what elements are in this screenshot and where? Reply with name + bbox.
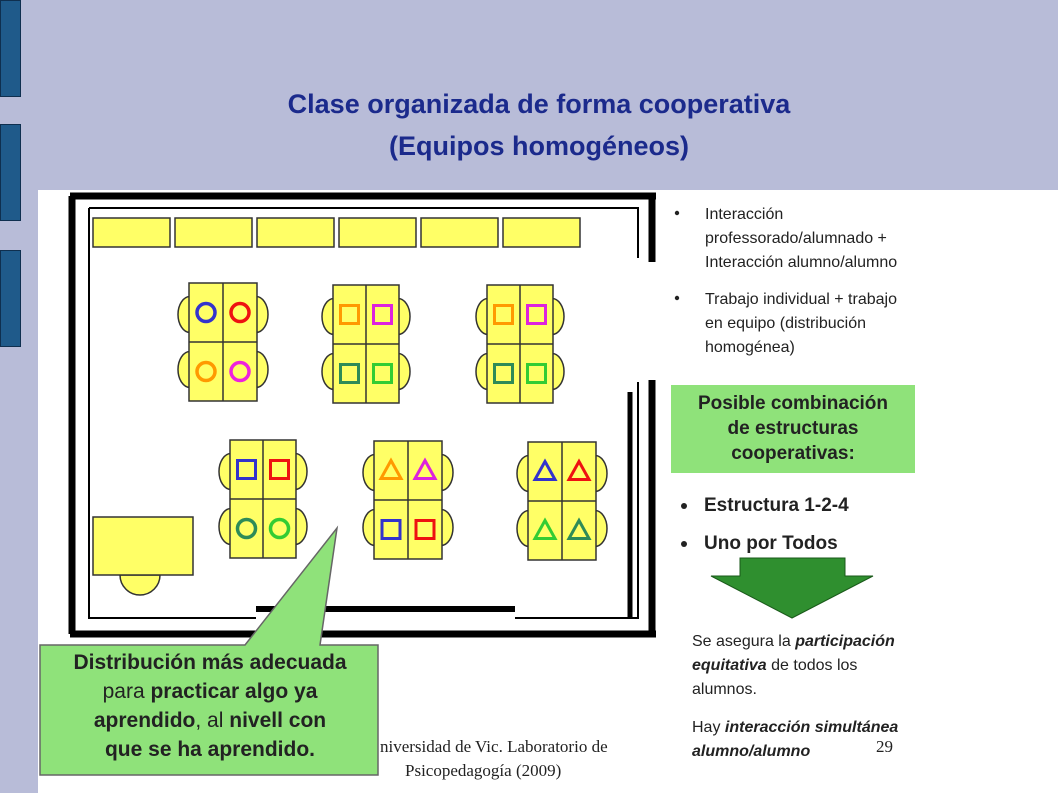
title-line-2: (Equipos homogéneos) [389, 131, 689, 161]
bullet-dot [674, 210, 680, 216]
square-symbol [526, 304, 547, 325]
callout-line: nivell con [229, 709, 327, 732]
chair [177, 295, 191, 334]
chair [255, 295, 269, 334]
slide-title: Clase organizada de forma cooperativa (E… [20, 86, 1058, 164]
bullet-line: professorado/alumnado + [705, 230, 887, 247]
square-symbol [339, 304, 360, 325]
chair [594, 454, 608, 493]
circle-symbol [268, 517, 291, 540]
triangle-symbol [378, 457, 404, 480]
callout-bubble [39, 525, 379, 776]
chair [321, 297, 335, 336]
bullet-interaction: Interacción professorado/alumnado + Inte… [705, 203, 897, 275]
chair [362, 508, 376, 547]
chair [294, 507, 308, 546]
circle-symbol [229, 301, 251, 324]
text: Hay [692, 719, 725, 736]
outcome-interaction: Hay interacción simultánea alumno/alumno [692, 716, 992, 764]
square-symbol [339, 363, 360, 384]
chair [362, 453, 376, 492]
structure-item-2: Uno por Todos [704, 533, 838, 554]
bullet-dots [674, 210, 687, 547]
chair [551, 297, 565, 336]
chair [475, 297, 489, 336]
bullet-dot [681, 503, 687, 509]
square-symbol [526, 363, 547, 384]
text: de todos los [766, 657, 858, 674]
bullet-line: Trabajo individual + trabajo [705, 291, 897, 308]
arrow-down-icon [710, 557, 874, 619]
callout-line: , al [195, 709, 230, 732]
footer-credit-line2: Psicopedagogía (2009) [405, 761, 562, 780]
circle-symbol [195, 360, 217, 383]
bullet-dot [674, 295, 680, 301]
box-line: Posible combinación [697, 393, 889, 414]
chair [321, 352, 335, 391]
chair [475, 352, 489, 391]
text: Se asegura la [692, 633, 796, 650]
chair [440, 508, 454, 547]
chair [294, 452, 308, 491]
square-symbol [269, 459, 290, 480]
triangle-symbol [532, 517, 558, 540]
bullet-line: Interacción alumno/alumno [705, 254, 898, 271]
sidebar-tab-1 [0, 0, 21, 97]
chair [255, 350, 269, 389]
bullet-line: en equipo (distribución [705, 315, 866, 332]
triangle-symbol [532, 458, 558, 481]
bullet-line: Interacción [705, 206, 784, 223]
square-symbol [380, 519, 402, 540]
circle-symbol [235, 517, 258, 540]
circle-symbol [229, 360, 251, 383]
box-line: de estructuras [727, 418, 859, 439]
sidebar-tab-3 [0, 250, 21, 347]
chair [397, 297, 411, 336]
square-symbol [493, 304, 514, 325]
callout-text: Distribución más adecuada para practicar… [42, 648, 378, 764]
chair [177, 350, 191, 389]
text: alumnos. [692, 681, 757, 698]
footer-credit-line1: niversidad de Vic. Laboratorio de [380, 737, 608, 756]
triangle-symbol [566, 458, 592, 481]
chair [218, 507, 232, 546]
callout-line: Distribución más adecuada [73, 651, 347, 674]
bullet-dot [681, 541, 687, 547]
chair [516, 509, 530, 548]
chair [551, 352, 565, 391]
callout-line: aprendido [93, 709, 196, 732]
bullet-work-mode: Trabajo individual + trabajo en equipo (… [705, 288, 897, 360]
text-emphasis: participación [795, 633, 895, 650]
chair [440, 453, 454, 492]
callout-line: que se ha aprendido. [104, 738, 316, 761]
callout-line: practicar algo ya [150, 680, 318, 703]
page-number: 29 [876, 737, 893, 756]
bullet-line: homogénea) [705, 339, 795, 356]
square-symbol [414, 519, 436, 540]
square-symbol [372, 363, 393, 384]
triangle-symbol [412, 457, 438, 480]
sidebar-tab-2 [0, 124, 21, 221]
callout-line: para [102, 680, 151, 703]
chair [218, 452, 232, 491]
text-emphasis: alumno/alumno [692, 743, 811, 760]
chair [594, 509, 608, 548]
circle-symbol [195, 301, 217, 324]
text-emphasis: equitativa [692, 657, 767, 674]
square-symbol [372, 304, 393, 325]
text-emphasis: interacción simultánea [724, 719, 899, 736]
chair [397, 352, 411, 391]
square-symbol [493, 363, 514, 384]
structure-item-1: Estructura 1-2-4 [704, 495, 849, 516]
front-desks [92, 217, 581, 248]
teacher-desk [92, 516, 194, 596]
box-line: cooperativas: [731, 443, 855, 464]
square-symbol [236, 459, 257, 480]
chair [516, 454, 530, 493]
triangle-symbol [566, 517, 592, 540]
structures-box: Posible combinación de estructuras coope… [671, 385, 915, 473]
outcome-participation: Se asegura la participación equitativa d… [692, 630, 992, 702]
title-line-1: Clase organizada de forma cooperativa [287, 89, 791, 119]
